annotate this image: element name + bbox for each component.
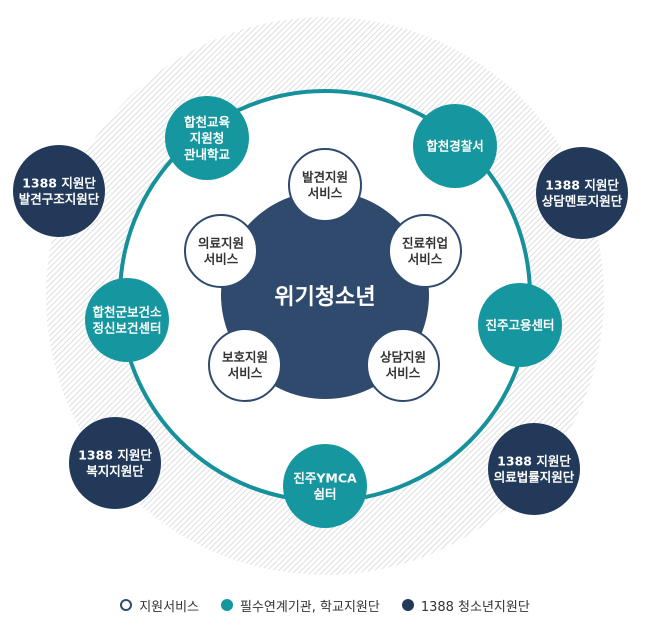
legend-item-support-service: 지원서비스 (120, 596, 199, 615)
team-node (69, 417, 161, 509)
agency-node (165, 96, 249, 180)
legend-label: 지원서비스 (139, 599, 199, 615)
service-node-label: 서비스 (204, 252, 239, 267)
legend-item-1388-team: 1388 청소년지원단 (401, 596, 530, 615)
service-node (388, 214, 462, 288)
team-node (536, 147, 628, 239)
service-node-label: 의료지원 (198, 235, 244, 250)
legend-item-agency: 필수연계기관, 학교지원단 (221, 596, 380, 615)
team-node (13, 145, 105, 237)
agency-node (413, 104, 497, 188)
support-network-diagram: 위기청소년 발견지원서비스진료취업서비스상담지원서비스보호지원서비스의료지원서비… (13, 17, 628, 575)
agency-node (283, 444, 367, 528)
legend: 지원서비스 필수연계기관, 학교지원단 1388 청소년지원단 (0, 591, 650, 619)
service-node (366, 328, 440, 402)
center-label: 위기청소년 (274, 285, 375, 310)
circle-navy-icon (401, 599, 414, 611)
team-node-label: 1388 지원단 (22, 175, 96, 190)
team-node-label: 발견구조지원단 (19, 192, 100, 207)
service-node (208, 328, 282, 402)
agency-node-label: 지원청 (190, 131, 225, 146)
team-node-label: 상담멘토지원단 (542, 194, 623, 209)
team-node-label: 의료법률지원단 (494, 470, 575, 485)
team-node-label: 1388 지원단 (78, 447, 152, 462)
service-node-label: 보호지원 (222, 349, 268, 364)
agency-node (478, 283, 562, 367)
agency-node (85, 278, 169, 362)
agency-node-label: 합천교육 (184, 114, 231, 129)
legend-label: 1388 청소년지원단 (420, 599, 530, 615)
service-node-label: 진료취업 (402, 235, 448, 250)
team-node-label: 1388 지원단 (497, 453, 571, 468)
circle-teal-icon (221, 599, 233, 611)
service-node (184, 214, 258, 288)
agency-node-label: 정신보건센터 (92, 321, 161, 336)
service-node-label: 발견지원 (302, 169, 348, 184)
agency-node-label: 합천경찰서 (426, 139, 484, 154)
agency-node-label: 진주YMCA (293, 470, 357, 485)
service-node-label: 서비스 (228, 366, 263, 381)
team-node-label: 복지지원단 (86, 464, 144, 479)
agency-node-label: 진주고용센터 (485, 318, 554, 333)
legend-label: 필수연계기관, 학교지원단 (240, 599, 380, 615)
team-node-label: 1388 지원단 (545, 177, 619, 192)
service-node-label: 서비스 (408, 252, 443, 267)
service-node (288, 148, 362, 222)
agency-node-label: 쉼터 (313, 487, 336, 502)
agency-node-label: 관내학교 (184, 147, 231, 162)
service-node-label: 서비스 (386, 366, 421, 381)
service-node-label: 상담지원 (380, 349, 426, 364)
service-node-label: 서비스 (308, 186, 343, 201)
team-node (488, 423, 580, 515)
circle-outline-icon (120, 599, 133, 611)
agency-node-label: 합천군보건소 (92, 304, 162, 319)
